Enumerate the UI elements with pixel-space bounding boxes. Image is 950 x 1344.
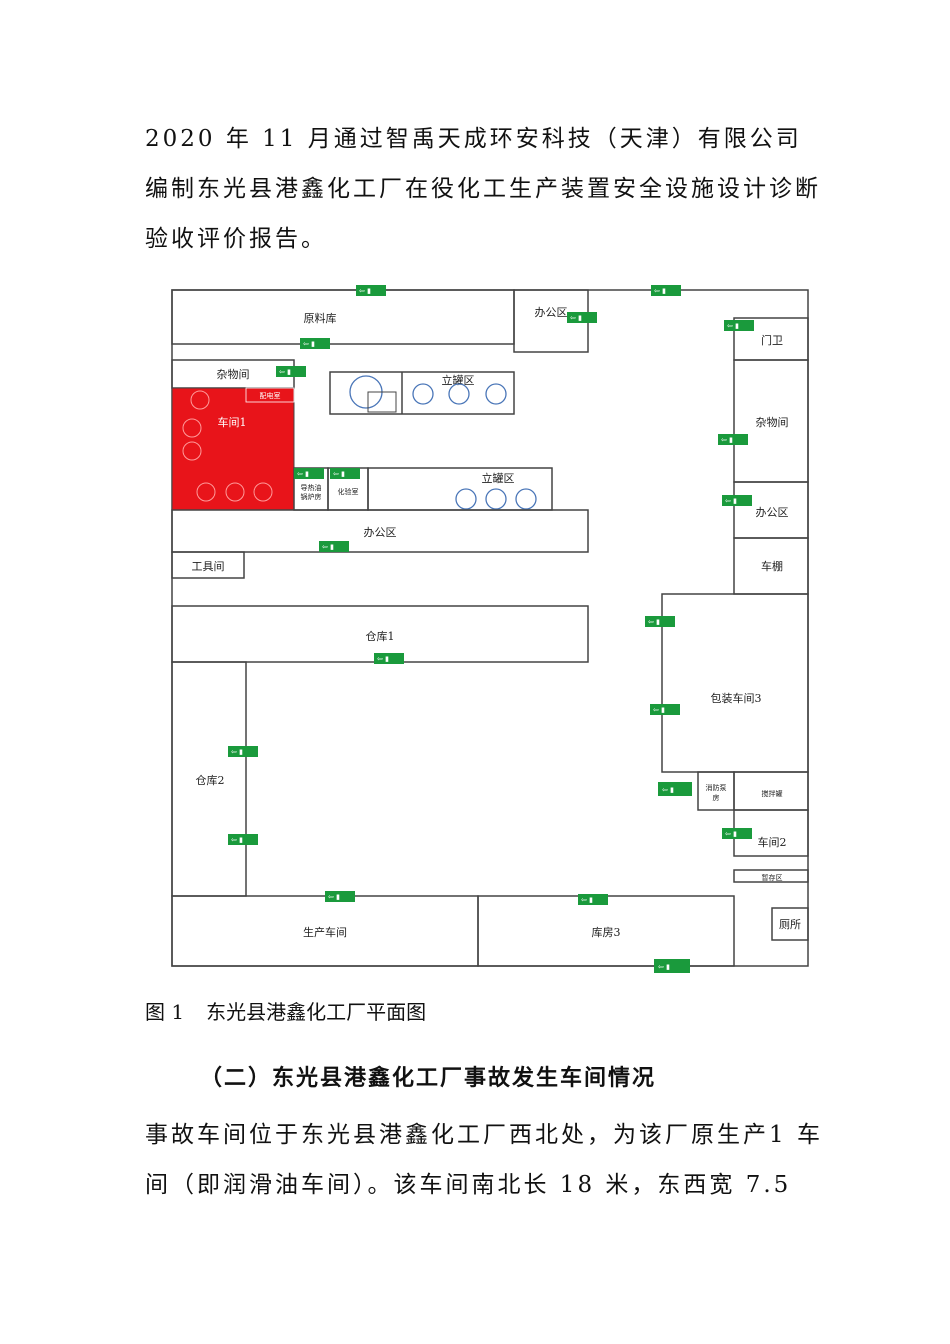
emergency-exit-sign-icon: ⇦ ▮ [654, 959, 690, 973]
svg-text:⇦ ▮: ⇦ ▮ [322, 543, 334, 551]
label-tank-area-mid: 立罐区 [482, 471, 515, 485]
emergency-exit-sign-icon: ⇦ ▮ [294, 468, 324, 479]
label-storage3: 库房3 [592, 926, 621, 939]
label-workshop1: 车间1 [218, 415, 247, 429]
exit-signs: ⇦ ▮ ⇦ ▮ ⇦ ▮ ⇦ ▮ ⇦ ▮ ⇦ ▮ ⇦ ▮ ⇦ ▮ ⇦ ▮ ⇦ ▮ … [228, 285, 754, 973]
room-raw-material [171, 289, 515, 345]
emergency-exit-sign-icon: ⇦ ▮ [645, 616, 675, 627]
room-small-in-workshop1 [245, 387, 295, 403]
svg-text:⇦ ▮: ⇦ ▮ [648, 618, 660, 626]
label-office-mid: 办公区 [364, 526, 397, 539]
svg-text:⇦ ▮: ⇦ ▮ [333, 470, 345, 478]
tank-area-mid-tanks [455, 488, 537, 510]
svg-text:⇦ ▮: ⇦ ▮ [654, 287, 666, 295]
label-mixing-tank: 搅拌罐 [762, 789, 783, 798]
svg-text:⇦ ▮: ⇦ ▮ [570, 314, 582, 322]
emergency-exit-sign-icon: ⇦ ▮ [722, 495, 752, 506]
label-warehouse2: 仓库2 [196, 773, 225, 787]
svg-text:⇦ ▮: ⇦ ▮ [297, 470, 309, 478]
section-heading: （二）东光县港鑫化工厂事故发生车间情况 [200, 1065, 657, 1091]
label-boiler-2: 锅炉房 [301, 492, 322, 501]
emergency-exit-sign-icon: ⇦ ▮ [718, 434, 748, 445]
room-tool [171, 551, 245, 579]
svg-text:⇦ ▮: ⇦ ▮ [653, 706, 665, 714]
label-tool: 工具间 [192, 560, 225, 573]
emergency-exit-sign-icon: ⇦ ▮ [650, 704, 680, 715]
svg-text:⇦ ▮: ⇦ ▮ [328, 893, 340, 901]
caption-number: 图 1 [145, 1000, 185, 1024]
label-temp-storage: 暂存区 [762, 873, 783, 882]
room-temp-storage [733, 869, 809, 883]
emergency-exit-sign-icon: ⇦ ▮ [651, 285, 681, 296]
emergency-exit-sign-icon: ⇦ ▮ [722, 828, 752, 839]
svg-text:⇦ ▮: ⇦ ▮ [303, 340, 315, 348]
emergency-exit-sign-icon: ⇦ ▮ [228, 746, 258, 757]
label-boiler-1: 导热油 [301, 483, 322, 492]
emergency-exit-sign-icon: ⇦ ▮ [276, 366, 306, 377]
emergency-exit-sign-icon: ⇦ ▮ [567, 312, 597, 323]
emergency-exit-sign-icon: ⇦ ▮ [374, 653, 404, 664]
svg-text:⇦ ▮: ⇦ ▮ [359, 287, 371, 295]
room-workshop1-accident [171, 387, 295, 511]
emergency-exit-sign-icon: ⇦ ▮ [578, 894, 608, 905]
label-warehouse1: 仓库1 [366, 629, 395, 643]
workshop1-tanks [182, 390, 273, 502]
label-office-right: 办公区 [756, 506, 789, 519]
label-sundries-right: 杂物间 [756, 415, 789, 429]
label-packaging3: 包装车间3 [711, 691, 762, 705]
emergency-exit-sign-icon: ⇦ ▮ [319, 541, 349, 552]
label-toilet: 厕所 [779, 918, 801, 931]
label-small-room: 配电室 [260, 391, 281, 400]
room-packaging3 [661, 593, 809, 773]
label-guard: 门卫 [761, 333, 783, 347]
label-tank-area-top: 立罐区 [442, 373, 475, 387]
body-paragraph: 事故车间位于东光县港鑫化工厂西北处，为该厂原生产1 车间（即润滑油车间）。该车间… [145, 1122, 823, 1198]
svg-text:⇦ ▮: ⇦ ▮ [721, 436, 733, 444]
label-office-top: 办公区 [535, 306, 568, 319]
svg-text:⇦ ▮: ⇦ ▮ [231, 836, 243, 844]
factory-floor-plan: 原料库 办公区 杂物间 配电室 车间1 导热油 锅炉房 化验室 立罐区 立罐区 … [171, 285, 809, 973]
svg-text:⇦ ▮: ⇦ ▮ [725, 497, 737, 505]
label-workshop2: 车间2 [758, 835, 787, 849]
room-tank-area-top [329, 371, 515, 415]
label-lab: 化验室 [338, 487, 359, 496]
figure-caption: 图 1 东光县港鑫化工厂平面图 [145, 996, 426, 1025]
emergency-exit-sign-icon: ⇦ ▮ [300, 338, 330, 349]
svg-text:⇦ ▮: ⇦ ▮ [727, 322, 739, 330]
tank-area-top-tanks [412, 383, 507, 405]
room-office-mid [171, 509, 589, 553]
room-toilet [771, 907, 809, 941]
svg-text:⇦ ▮: ⇦ ▮ [581, 896, 593, 904]
label-fire-pump-2: 房 [713, 793, 720, 802]
svg-text:⇦ ▮: ⇦ ▮ [725, 830, 737, 838]
svg-text:⇦ ▮: ⇦ ▮ [662, 786, 674, 794]
label-raw-material: 原料库 [304, 311, 337, 325]
emergency-exit-sign-icon: ⇦ ▮ [356, 285, 386, 296]
intro-paragraph: 2020 年 11 月通过智禹天成环安科技（天津）有限公司编制东光县港鑫化工厂在… [145, 126, 821, 252]
svg-text:⇦ ▮: ⇦ ▮ [231, 748, 243, 756]
emergency-exit-sign-icon: ⇦ ▮ [325, 891, 355, 902]
svg-text:⇦ ▮: ⇦ ▮ [377, 655, 389, 663]
emergency-exit-sign-icon: ⇦ ▮ [724, 320, 754, 331]
svg-text:⇦ ▮: ⇦ ▮ [279, 368, 291, 376]
label-fire-pump-1: 消防泵 [706, 783, 727, 792]
emergency-exit-sign-icon: ⇦ ▮ [330, 468, 360, 479]
label-sundries-left: 杂物间 [217, 367, 250, 381]
label-production: 生产车间 [303, 925, 347, 939]
label-shed: 车棚 [761, 559, 783, 573]
svg-text:⇦ ▮: ⇦ ▮ [658, 963, 670, 971]
emergency-exit-sign-icon: ⇦ ▮ [658, 782, 692, 796]
caption-text: 东光县港鑫化工厂平面图 [206, 1000, 427, 1024]
emergency-exit-sign-icon: ⇦ ▮ [228, 834, 258, 845]
